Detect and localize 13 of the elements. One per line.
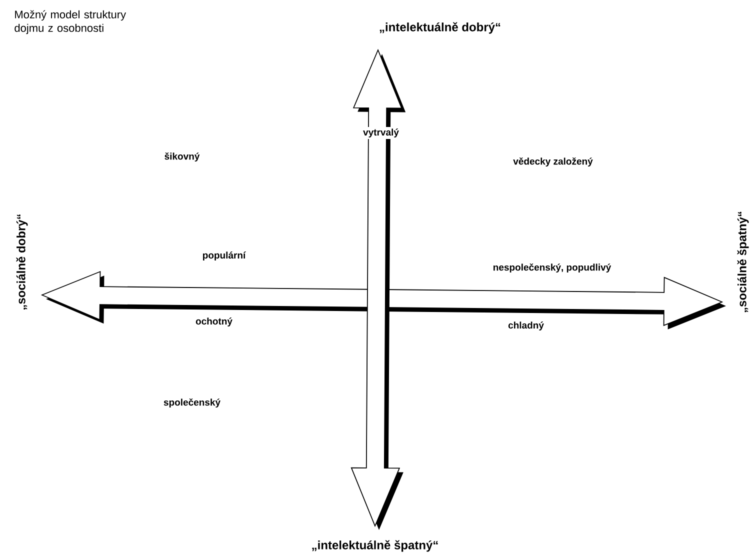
axis-label: „intelektuálně špatný“ — [312, 540, 438, 552]
axis-label: „sociálně dobrý“ — [16, 214, 28, 310]
trait-label: šikovný — [162, 150, 202, 164]
trait-label: populární — [200, 250, 248, 262]
axis-label: „intelektuálně dobrý“ — [380, 22, 500, 34]
trait-label: nespolečenský, popudlivý — [491, 262, 613, 274]
trait-label: společenský — [162, 396, 222, 410]
trait-label: chladný — [506, 320, 546, 332]
caption-text: Možný model struktury dojmu z osobnosti — [14, 10, 126, 34]
axis-label: „sociálně špatný“ — [737, 212, 749, 312]
trait-label: ochotný — [194, 316, 234, 328]
trait-label: vytrvalý — [362, 127, 400, 139]
trait-label: vědecky založený — [512, 156, 594, 168]
